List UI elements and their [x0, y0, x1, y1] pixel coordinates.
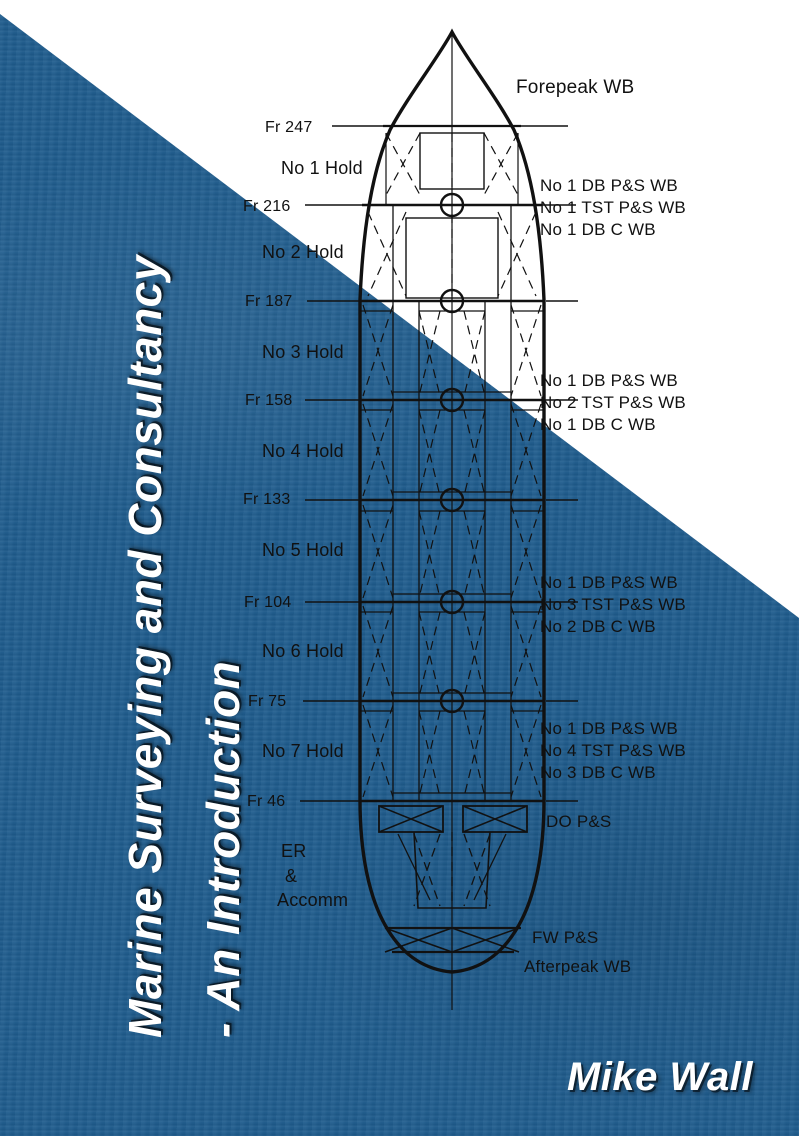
- tank-label: No 1 DB P&S WB: [540, 573, 678, 592]
- author-name: Mike Wall: [566, 1055, 753, 1099]
- machinery-label: Accomm: [277, 890, 349, 910]
- hold-label: No 1 Hold: [281, 158, 363, 178]
- machinery-label: ER: [281, 841, 307, 861]
- book-title-line-1: Marine Surveying and Consultancy: [119, 255, 171, 1038]
- hold-label: No 7 Hold: [262, 741, 344, 761]
- hold-label: No 2 Hold: [262, 242, 344, 262]
- frame-label: Fr 247: [265, 119, 313, 136]
- frame-label: Fr 158: [245, 392, 293, 409]
- tank-label: No 3 DB C WB: [540, 763, 656, 782]
- tank-label: No 1 DB P&S WB: [540, 371, 678, 390]
- hold-label: No 4 Hold: [262, 441, 344, 461]
- tank-label: No 4 TST P&S WB: [540, 741, 686, 760]
- tank-label: No 1 DB C WB: [540, 415, 656, 434]
- frame-label: Fr 75: [248, 693, 287, 710]
- tank-label: No 1 DB P&S WB: [540, 176, 678, 195]
- frame-label: Fr 187: [245, 293, 293, 310]
- book-subtitle-line-2: - An Introduction: [197, 660, 249, 1038]
- tank-label: Forepeak WB: [516, 77, 635, 98]
- tank-label: Afterpeak WB: [524, 957, 632, 976]
- tank-label: DO P&S: [546, 812, 612, 831]
- tank-label: No 1 DB C WB: [540, 220, 656, 239]
- frame-label: Fr 104: [244, 594, 292, 611]
- tank-label: No 3 TST P&S WB: [540, 595, 686, 614]
- tank-label: No 2 DB C WB: [540, 617, 656, 636]
- tank-label: No 1 DB P&S WB: [540, 719, 678, 738]
- tank-label: No 2 TST P&S WB: [540, 393, 686, 412]
- hold-label: No 3 Hold: [262, 342, 344, 362]
- frame-label: Fr 216: [243, 198, 291, 215]
- frame-label: Fr 46: [247, 793, 286, 810]
- machinery-label: &: [285, 866, 298, 886]
- tank-label: No 1 TST P&S WB: [540, 198, 686, 217]
- frame-label: Fr 133: [243, 491, 291, 508]
- hold-label: No 5 Hold: [262, 540, 344, 560]
- hold-label: No 6 Hold: [262, 641, 344, 661]
- tank-label: FW P&S: [532, 928, 599, 947]
